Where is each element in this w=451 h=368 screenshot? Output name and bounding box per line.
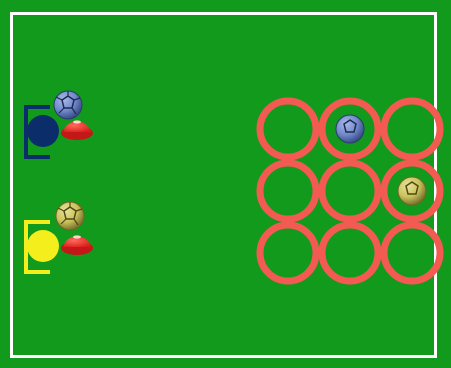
yellow-team-station bbox=[26, 202, 93, 272]
yellow-player-token[interactable] bbox=[27, 230, 59, 262]
blue-ball-icon[interactable] bbox=[336, 115, 364, 143]
yellow-ball-icon[interactable] bbox=[56, 202, 84, 230]
yellow-cone-icon[interactable] bbox=[61, 235, 93, 255]
yellow-ball-icon[interactable] bbox=[398, 177, 426, 205]
grid-ring-r3-c1[interactable] bbox=[260, 225, 316, 281]
grid-ring-r3-c2[interactable] bbox=[322, 225, 378, 281]
blue-player-token[interactable] bbox=[27, 115, 59, 147]
grid-ring-r1-c3[interactable] bbox=[384, 101, 440, 157]
blue-cone-icon[interactable] bbox=[61, 120, 93, 140]
grid-ring-r2-c2[interactable] bbox=[322, 163, 378, 219]
grid-ring-r2-c1[interactable] bbox=[260, 163, 316, 219]
blue-ball-icon[interactable] bbox=[54, 91, 82, 119]
grid-ring-r1-c1[interactable] bbox=[260, 101, 316, 157]
target-grid bbox=[260, 101, 440, 281]
blue-team-station bbox=[26, 91, 93, 157]
grid-ring-r3-c3[interactable] bbox=[384, 225, 440, 281]
